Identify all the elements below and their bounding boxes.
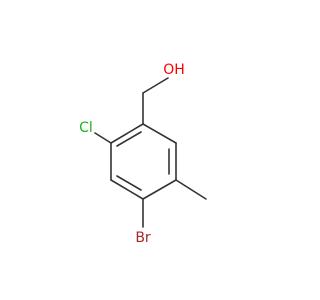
bond-c6-c1 (142, 123, 177, 144)
bond-c3-c4 (110, 179, 144, 200)
hydroxyl-label: OH (163, 62, 185, 78)
bond-c2-cl (94, 132, 112, 144)
bond-c3-c4-inner (116, 175, 142, 191)
bond-c5-methyl (175, 179, 207, 200)
bond-c1-c2 (110, 123, 144, 144)
bromine-label: Br (135, 230, 151, 246)
molecule-structure: OH Cl Br (79, 62, 207, 246)
bond-c1-c2-inner (116, 131, 142, 147)
bond-oh-ch2 (142, 77, 169, 94)
chlorine-label: Cl (79, 120, 93, 136)
bond-c4-c5 (142, 179, 177, 200)
bonds (94, 77, 207, 228)
atom-labels: OH Cl Br (79, 62, 185, 246)
